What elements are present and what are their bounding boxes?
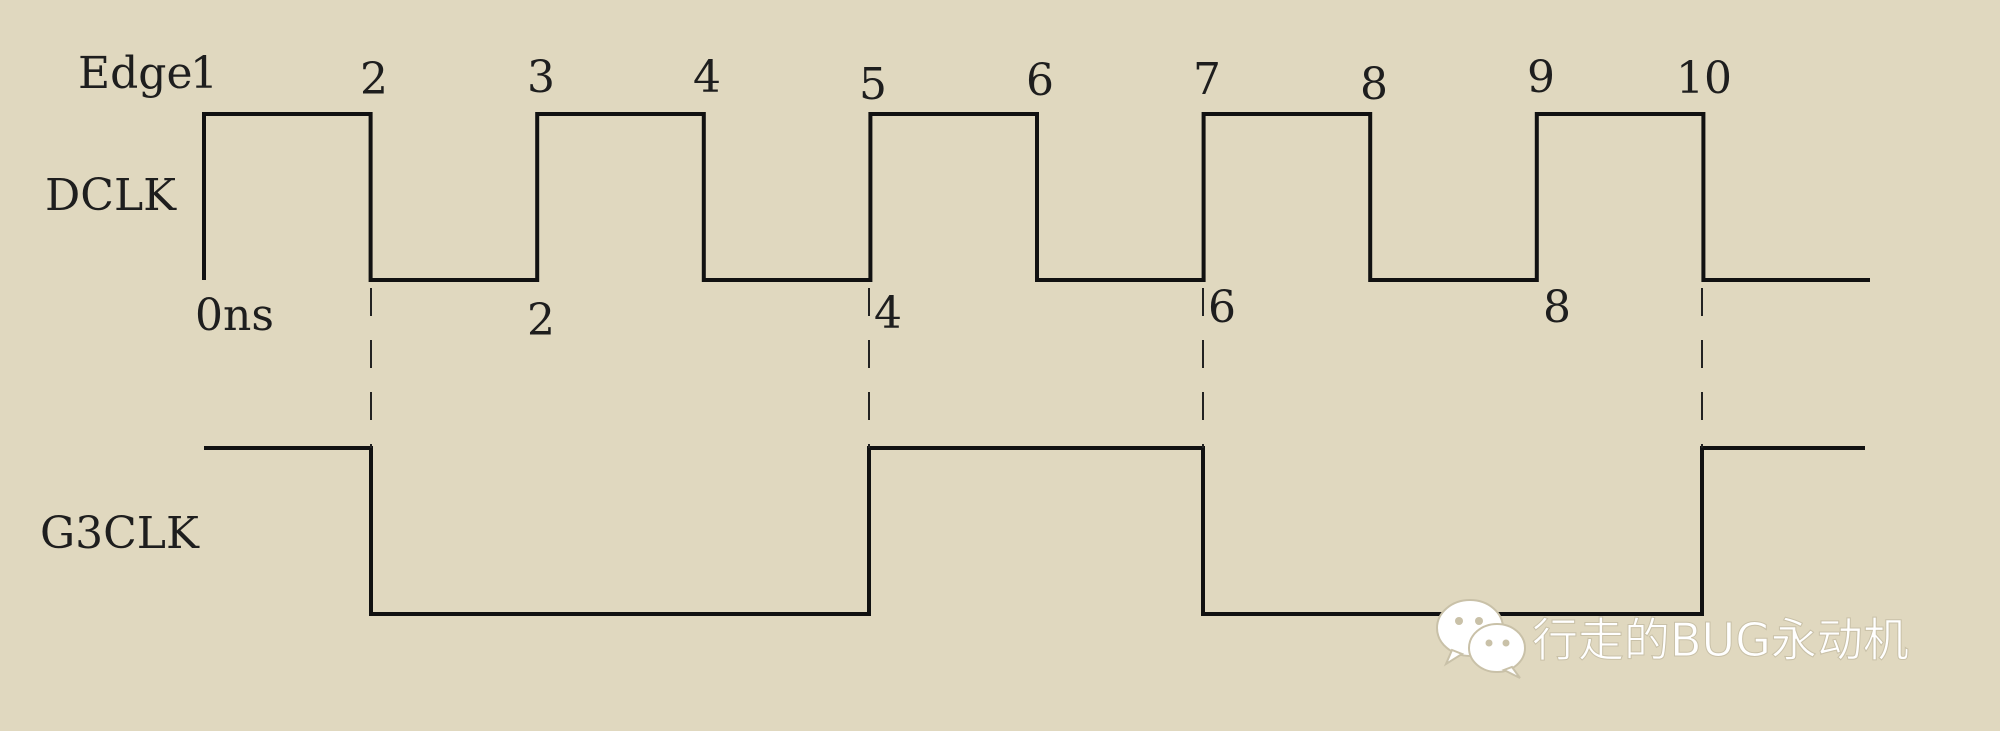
dclk-signal-label: DCLK	[45, 170, 177, 221]
edge-label-7: 7	[1193, 54, 1221, 105]
edge-label-9: 9	[1527, 52, 1555, 103]
time-label-4: 4	[874, 288, 902, 339]
time-label-0ns: 0ns	[195, 290, 274, 341]
time-label-8: 8	[1543, 282, 1571, 333]
dclk-waveform	[202, 112, 1870, 282]
edge-label-1: 1	[190, 48, 218, 99]
edge-label-10: 10	[1676, 53, 1732, 104]
edge-label-2: 2	[360, 54, 388, 105]
time-label-2: 2	[527, 295, 555, 346]
edge-label-4: 4	[693, 52, 721, 103]
wechat-icon	[1436, 599, 1526, 679]
edge-label-8: 8	[1360, 59, 1388, 110]
watermark-text: 行走的BUG永动机	[1532, 613, 1909, 667]
edge-label-3: 3	[527, 52, 555, 103]
g3clk-signal-label: G3CLK	[40, 508, 200, 559]
edge-label-5: 5	[859, 59, 887, 110]
edge-prefix-label: Edge	[78, 48, 193, 99]
edge-label-6: 6	[1026, 55, 1054, 106]
time-label-6: 6	[1208, 282, 1236, 333]
g3clk-waveform	[204, 446, 1865, 616]
